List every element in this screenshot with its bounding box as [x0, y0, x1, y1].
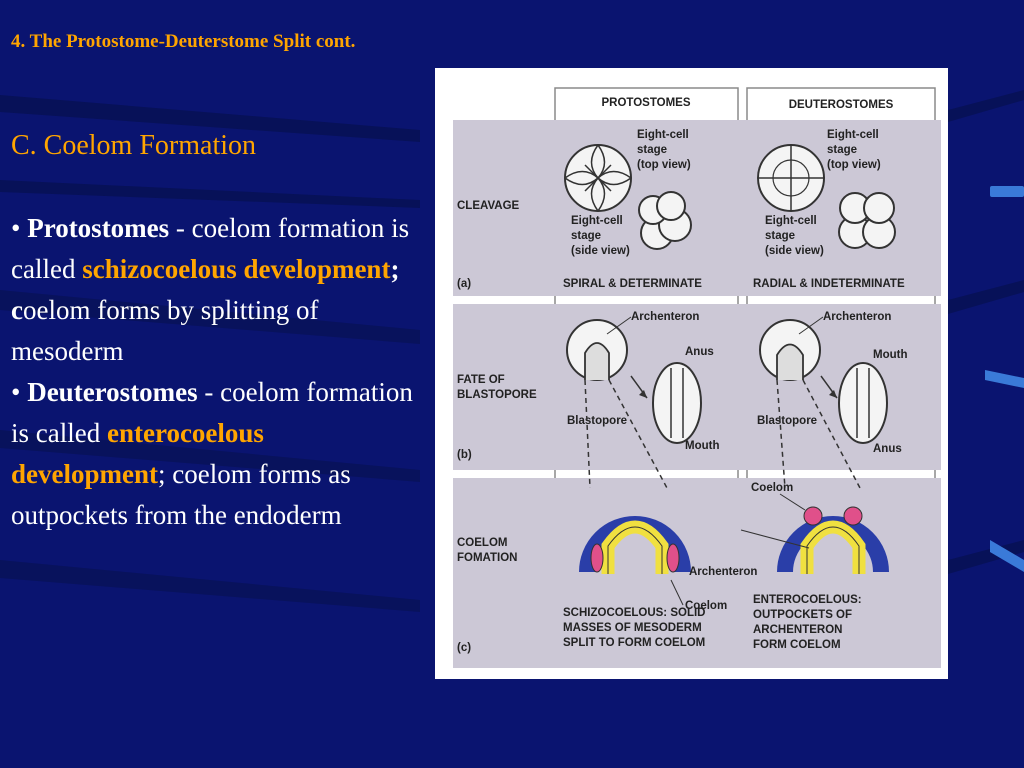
label-top-view-3: (top view) — [827, 159, 881, 171]
bullet-list: • Protostomes - coelom formation is call… — [11, 208, 416, 536]
caption-radial-indeterminate: RADIAL & INDETERMINATE — [753, 278, 905, 290]
bullet-term: Deuterostomes — [27, 377, 198, 407]
section-heading: C. Coelom Formation — [11, 130, 256, 161]
label-top-view-2: stage — [827, 144, 857, 156]
coelom-formation-figure: PROTOSTOMES DEUTEROSTOMES CLEAVAGE (a) F… — [435, 68, 948, 679]
label-side-view-2: stage — [765, 230, 795, 242]
caption-enterocoelous-3: ARCHENTERON — [753, 624, 842, 636]
row-label-cleavage: CLEAVAGE — [457, 200, 520, 212]
bullet-highlight: enterocoelous development — [11, 418, 264, 489]
label-anus: Anus — [873, 443, 902, 455]
label-blastopore: Blastopore — [757, 415, 817, 427]
caption-schizocoelous-2: MASSES OF MESODERM — [563, 622, 702, 634]
label-top-view-1: Eight-cell — [637, 129, 689, 141]
label-mouth: Mouth — [685, 440, 719, 452]
column-header-deuterostomes: DEUTEROSTOMES — [789, 99, 894, 111]
bullet-separator: ; — [157, 459, 173, 489]
label-coelom: Coelom — [685, 600, 727, 612]
protostome-gastrula — [566, 319, 628, 381]
protostome-side-view-embryo — [638, 191, 692, 250]
protostome-top-view-embryo — [564, 144, 632, 212]
bullet-marker: • — [11, 377, 21, 407]
caption-schizocoelous-3: SPLIT TO FORM COELOM — [563, 637, 705, 649]
caption-enterocoelous-4: FORM COELOM — [753, 639, 841, 651]
label-archenteron: Archenteron — [631, 311, 699, 323]
caption-spiral-determinate: SPIRAL & DETERMINATE — [563, 278, 702, 290]
label-coelom: Coelom — [751, 482, 793, 494]
label-top-view-2: stage — [637, 144, 667, 156]
label-archenteron: Archenteron — [823, 311, 891, 323]
bullet-text: oelom forms by splitting of mesoderm — [11, 295, 319, 366]
panel-label-c: (c) — [457, 642, 471, 654]
deuterostome-enterocoelous-embryo — [777, 506, 889, 574]
label-blastopore: Blastopore — [567, 415, 627, 427]
label-top-view-1: Eight-cell — [827, 129, 879, 141]
deuterostome-side-view-embryo — [838, 192, 896, 249]
row-label-blastopore-1: FATE OF — [457, 374, 505, 386]
bullet-protostomes: • Protostomes - coelom formation is call… — [11, 208, 416, 372]
label-side-view-2: stage — [571, 230, 601, 242]
panel-label-a: (a) — [457, 278, 471, 290]
deuterostome-embryo-mouth-anus — [838, 362, 888, 444]
deuterostome-gastrula — [759, 319, 821, 381]
bullet-deuterostomes: • Deuterostomes - coelom formation is ca… — [11, 372, 416, 536]
deuterostome-top-view-embryo — [757, 144, 825, 212]
protostome-schizocoelous-embryo — [579, 516, 691, 574]
caption-schizocoelous-1: SCHIZOCOELOUS: SOLID — [563, 607, 705, 619]
caption-enterocoelous-2: OUTPOCKETS OF — [753, 609, 852, 621]
label-mouth: Mouth — [873, 349, 907, 361]
column-header-protostomes: PROTOSTOMES — [601, 97, 690, 109]
bullet-text: coelom forms as outpockets from the endo… — [11, 459, 351, 530]
caption-enterocoelous-1: ENTEROCOELOUS: — [753, 594, 862, 606]
label-side-view-1: Eight-cell — [765, 215, 817, 227]
label-side-view-3: (side view) — [765, 245, 824, 257]
row-label-blastopore-2: BLASTOPORE — [457, 389, 537, 401]
row-label-coelom-1: COELOM — [457, 537, 507, 549]
bullet-term: Protostomes — [27, 213, 170, 243]
row-label-coelom-2: FOMATION — [457, 552, 517, 564]
bullet-marker: • — [11, 213, 21, 243]
bullet-text: - coelom formation is called — [11, 213, 410, 284]
label-top-view-3: (top view) — [637, 159, 691, 171]
bullet-highlight: schizocoelous development — [82, 254, 391, 284]
label-side-view-1: Eight-cell — [571, 215, 623, 227]
slide-title: 4. The Protostome-Deuterstome Split cont… — [11, 31, 356, 52]
panel-label-b: (b) — [457, 449, 472, 461]
bullet-text: - coelom formation is called — [11, 377, 413, 448]
label-anus: Anus — [685, 346, 714, 358]
label-side-view-3: (side view) — [571, 245, 630, 257]
label-coelom-archenteron: Archenteron — [689, 566, 757, 578]
protostome-embryo-anus-mouth — [652, 362, 702, 444]
bullet-separator: ; c — [11, 254, 400, 325]
